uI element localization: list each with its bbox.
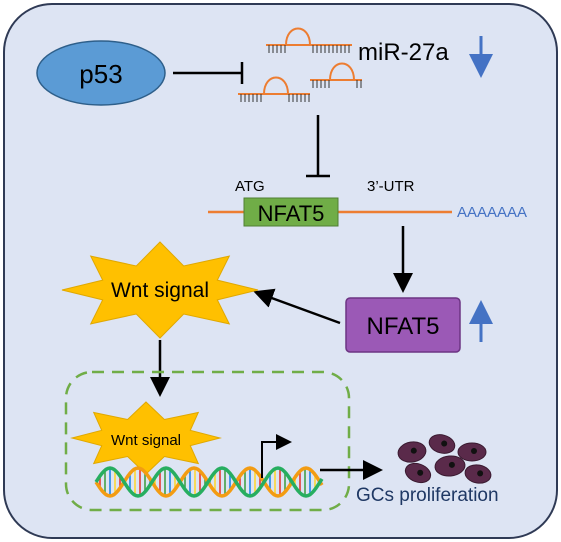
wnt-signal-nucleus-label: Wnt signal — [111, 432, 181, 449]
cell-nucleus — [417, 469, 424, 476]
granulosa-cell — [397, 441, 427, 463]
granulosa-cell — [434, 455, 466, 477]
utr-label: 3’-UTR — [367, 178, 415, 195]
transcription-start-arrow — [261, 434, 292, 478]
cell-nucleus — [471, 448, 477, 454]
cell-nucleus — [410, 447, 417, 454]
mirna-label: miR-27a — [358, 39, 449, 66]
atg-label: ATG — [235, 178, 265, 195]
mirna-hairpins — [238, 27, 362, 102]
granulosa-cell — [464, 464, 492, 484]
granulosa-cells — [397, 434, 492, 484]
p53-label: p53 — [79, 59, 122, 89]
dna-strand — [94, 466, 324, 498]
nfat5-protein-label: NFAT5 — [367, 313, 440, 340]
mirna-hairpin — [266, 27, 352, 53]
mirna-hairpin — [310, 62, 362, 88]
granulosa-cell — [428, 434, 456, 454]
cell-nucleus — [441, 440, 448, 447]
nfat5-gene-box — [243, 197, 339, 227]
activation-arrow — [253, 288, 341, 325]
polya-tail: AAAAAAA — [457, 204, 527, 221]
hairpin-loop — [285, 27, 311, 46]
cell-nucleus — [448, 461, 455, 468]
mirna-hairpin — [238, 76, 310, 102]
hairpin-loop — [263, 76, 289, 95]
cell-nucleus — [477, 470, 484, 477]
proliferation-label: GCs proliferation — [356, 485, 499, 506]
granulosa-cell — [404, 462, 432, 484]
p53-node — [36, 40, 166, 106]
wnt-signal-star — [61, 241, 259, 339]
granulosa-cell — [457, 442, 487, 462]
dna-helix — [94, 466, 324, 498]
cell-background — [3, 3, 558, 539]
nfat5-gene-label: NFAT5 — [258, 201, 325, 226]
hairpin-loop — [329, 62, 355, 81]
wnt-signal-label: Wnt signal — [111, 279, 209, 302]
nfat5-protein-box — [345, 297, 461, 353]
